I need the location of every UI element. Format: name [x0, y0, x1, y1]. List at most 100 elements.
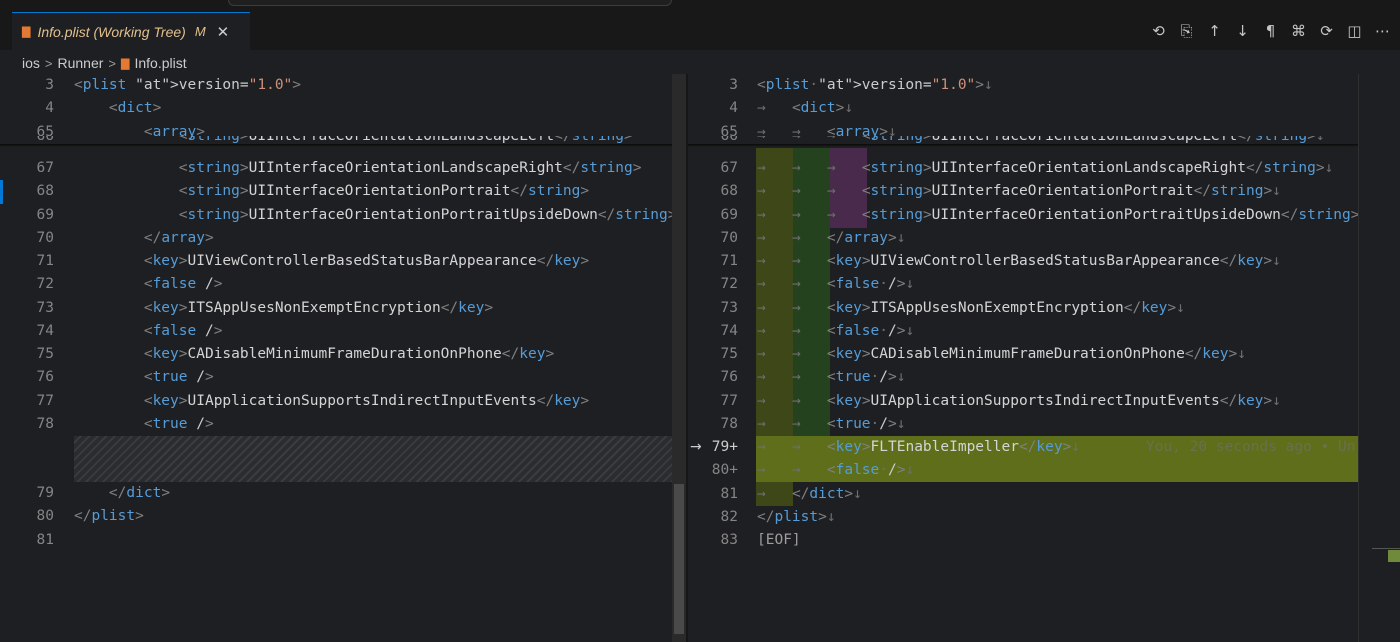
code-line[interactable]: 81 → </dict>↓: [688, 483, 1358, 506]
code-line[interactable]: 71 <key>UIViewControllerBasedStatusBarAp…: [0, 250, 686, 273]
whitespace-icon[interactable]: ¶: [1265, 22, 1276, 40]
line-number: 83: [720, 532, 738, 548]
line-number: 73: [36, 299, 54, 316]
line-number: 75: [720, 346, 738, 362]
revert-icon[interactable]: ⟳: [1320, 22, 1333, 40]
line-code: → → <false·/>↓: [757, 462, 915, 479]
code-line[interactable]: 4 <dict>: [0, 97, 686, 120]
line-code: </plist>↓: [757, 508, 836, 525]
code-line[interactable]: 77 <key>UIApplicationSupportsIndirectInp…: [0, 390, 686, 413]
breadcrumb: ios > Runner > ▇ Info.plist: [22, 53, 187, 73]
line-number: 78: [720, 415, 738, 432]
code-line[interactable]: 70→ → </array>↓: [688, 227, 1358, 250]
original-pane[interactable]: 66 <string>UIInterfaceOrientationLandsca…: [0, 74, 686, 642]
line-code: → → <false·/>↓: [757, 322, 915, 339]
code-line[interactable]: 69 <string>UIInterfaceOrientationPortrai…: [0, 204, 686, 227]
code-line[interactable]: 68→ → → <string>UIInterfaceOrientationPo…: [688, 180, 1358, 203]
breadcrumb-ios[interactable]: ios: [22, 55, 40, 71]
more-actions-icon[interactable]: ⋯: [1375, 22, 1390, 40]
line-code: [EOF]: [757, 532, 801, 548]
line-number: 71: [720, 253, 738, 269]
left-scrollbar[interactable]: [672, 74, 686, 642]
line-number: 66: [720, 136, 738, 144]
title-strip: [0, 0, 1400, 12]
line-code: → → → <string>UIInterfaceOrientationPort…: [757, 183, 1281, 200]
close-icon[interactable]: ✕: [216, 22, 230, 41]
sticky-scroll-shadow: [0, 144, 686, 147]
code-line[interactable]: 65→ → <array>↓: [688, 121, 1358, 144]
chevron-right-icon: >: [44, 55, 53, 71]
code-line[interactable]: 74 <false />: [0, 320, 686, 343]
tab-info-plist[interactable]: ▇ Info.plist (Working Tree) M ✕: [12, 12, 250, 50]
split-divider[interactable]: [686, 74, 688, 642]
code-line[interactable]: 75 → → <key>CADisableMinimumFrameDuration…: [688, 343, 1358, 366]
code-line[interactable]: 68 <string>UIInterfaceOrientationPortrai…: [0, 180, 686, 203]
code-line[interactable]: 76 <true />: [0, 366, 686, 389]
code-line[interactable]: 4→ <dict>↓: [688, 97, 1358, 120]
ruler-viewport-line: [1372, 548, 1400, 549]
split-editor-icon[interactable]: ◫: [1347, 22, 1362, 40]
line-code: → </dict>↓: [757, 485, 862, 502]
code-line[interactable]: 3<plist·"at">version="1.0">↓: [688, 74, 1358, 97]
scrollbar-thumb[interactable]: [674, 484, 684, 634]
overview-ruler[interactable]: [1372, 74, 1400, 642]
line-number: 76: [720, 369, 738, 386]
code-line[interactable]: 79 </dict>: [0, 482, 686, 505]
code-line[interactable]: 71 → → <key>UIViewControllerBasedStatusBa…: [688, 250, 1358, 273]
code-line[interactable]: 74→ → <false·/>↓: [688, 320, 1358, 343]
code-line[interactable]: 75 <key>CADisableMinimumFrameDurationOnP…: [0, 343, 686, 366]
code-line[interactable]: 72 <false />: [0, 273, 686, 296]
indent-highlight: [793, 148, 830, 482]
line-number: 75: [36, 346, 54, 362]
line-code: → → <key>UIApplicationSupportsIndirectIn…: [757, 392, 1281, 409]
code-line[interactable]: 81: [0, 529, 686, 552]
code-line-partial: 66 <string>UIInterfaceOrientationLandsca…: [0, 136, 686, 152]
code-line[interactable]: 72→ → <false·/>↓: [688, 273, 1358, 296]
previous-change-icon[interactable]: ↑: [1208, 22, 1221, 40]
line-code: <key>ITSAppUsesNonExemptEncryption</key>: [143, 299, 494, 316]
breadcrumb-file[interactable]: Info.plist: [134, 55, 187, 71]
code-line[interactable]: 77→ → <key>UIApplicationSupportsIndirect…: [688, 390, 1358, 413]
next-change-icon[interactable]: ↓: [1236, 22, 1249, 40]
sticky-scroll-shadow: [688, 144, 1358, 147]
line-code: → → <key>UIViewControllerBasedStatusBarA…: [757, 253, 1281, 269]
breadcrumb-runner[interactable]: Runner: [57, 55, 104, 71]
timeline-icon[interactable]: ⟲: [1152, 22, 1165, 40]
tab-title: Info.plist (Working Tree): [37, 23, 186, 40]
line-number: 74: [36, 322, 54, 339]
code-line[interactable]: 83 [EOF]: [688, 529, 1358, 552]
code-line[interactable]: 76 → → <true·/>↓: [688, 366, 1358, 389]
modified-pane[interactable]: 66→ → → <string>UIInterfaceOrientationLa…: [688, 74, 1358, 642]
tab-bar: ▇ Info.plist (Working Tree) M ✕: [0, 12, 1400, 50]
code-line[interactable]: 73 <key>ITSAppUsesNonExemptEncryption</k…: [0, 297, 686, 320]
code-line[interactable]: 65 <array>: [0, 121, 686, 144]
line-code: → → <true·/>↓: [757, 369, 906, 386]
code-line[interactable]: 78→ → <true·/>↓: [688, 413, 1358, 436]
line-number: 81: [36, 531, 54, 548]
code-line[interactable]: 67→ → → <string>UIInterfaceOrientationLa…: [688, 157, 1358, 180]
line-code: → → <key>CADisableMinimumFrameDurationOn…: [757, 346, 1246, 362]
right-scrollbar[interactable]: [1358, 74, 1372, 642]
code-line[interactable]: 73→ → <key>ITSAppUsesNonExemptEncryption…: [688, 297, 1358, 320]
open-file-icon[interactable]: ⎘: [1180, 22, 1193, 40]
code-line[interactable]: 80+→ → <false·/>↓: [688, 459, 1358, 482]
line-code: </dict>: [108, 485, 171, 501]
code-line[interactable]: 70 </array>: [0, 227, 686, 250]
code-line[interactable]: 80</plist>: [0, 505, 686, 528]
code-line[interactable]: 67 <string>UIInterfaceOrientationLandsca…: [0, 157, 686, 180]
line-number: 81: [720, 485, 738, 502]
git-blame-annotation: You, 20 seconds ago • Un: [1146, 439, 1356, 455]
code-line[interactable]: 79+→ → <key>FLTEnableImpeller</key>↓: [688, 436, 1358, 459]
code-line[interactable]: 82</plist>↓: [688, 506, 1358, 529]
command-center[interactable]: [228, 0, 672, 6]
code-line[interactable]: 3<plist "at">version="1.0">: [0, 74, 686, 97]
line-code: <false />: [143, 276, 223, 293]
line-code: <key>UIViewControllerBasedStatusBarAppea…: [143, 253, 590, 269]
line-code: → → <false·/>↓: [757, 276, 915, 293]
modified-badge: M: [194, 24, 206, 39]
code-line[interactable]: 69→ → → <string>UIInterfaceOrientationPo…: [688, 204, 1358, 227]
code-line[interactable]: 78 <true />: [0, 413, 686, 436]
line-code: <string>UIInterfaceOrientationLandscapeL…: [178, 136, 633, 144]
line-number: 67: [720, 160, 738, 176]
inline-view-icon[interactable]: ⌘: [1291, 22, 1306, 40]
